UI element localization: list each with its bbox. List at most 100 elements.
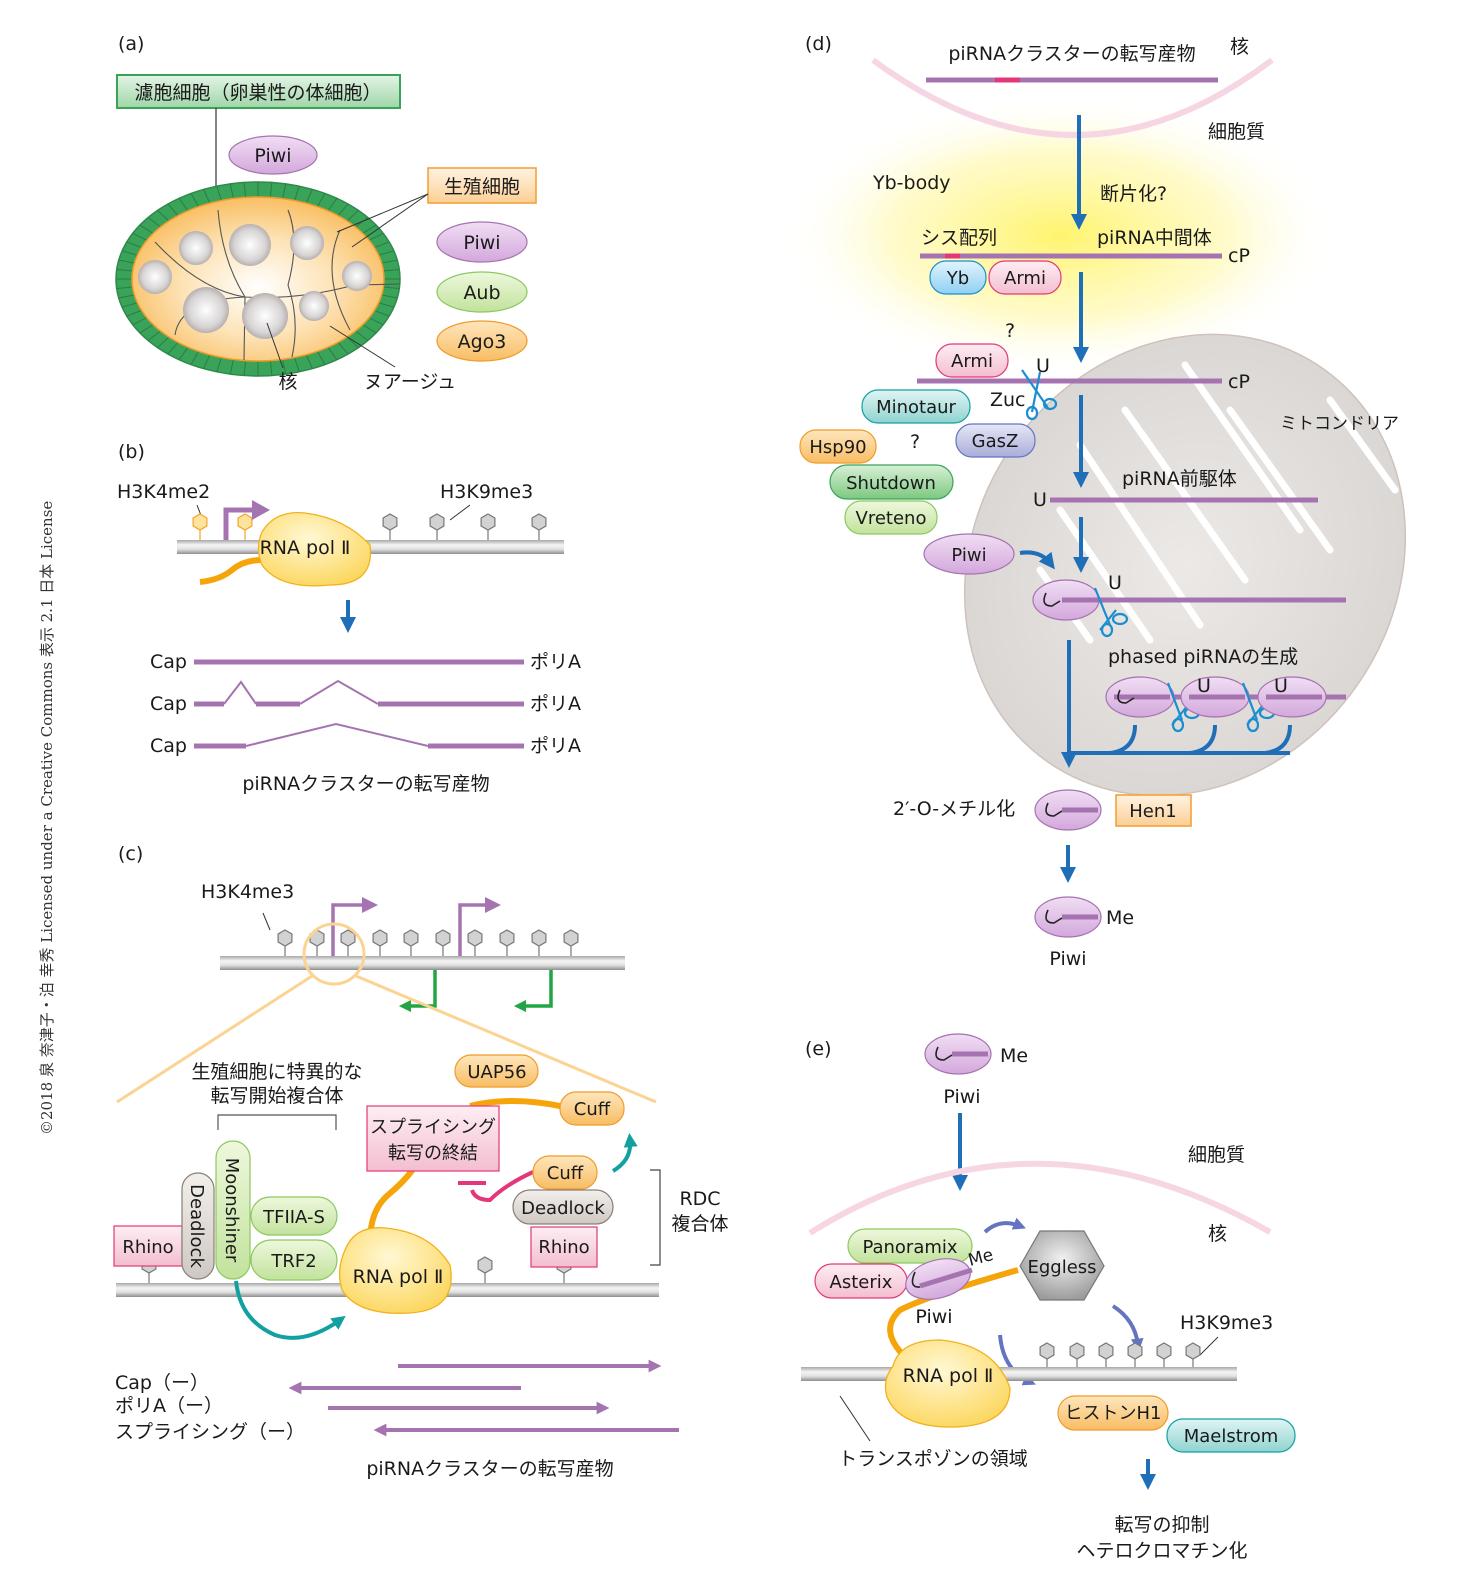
intermediate-label: piRNA中間体 (1097, 227, 1212, 249)
cp-label: cP (1228, 371, 1250, 393)
panel-c-label: (c) (118, 843, 143, 865)
follicle-cell-label-box: 濾胞細胞（卵巣性の体細胞） (116, 74, 401, 109)
phased-piwi: U (1257, 675, 1327, 718)
bidirectional-transcripts (288, 1359, 679, 1437)
yb-body-region (780, 95, 1340, 375)
histone-mark-icon (1185, 1342, 1201, 1367)
tfiia-s: TFIIA-S (250, 1196, 338, 1236)
panel-b: (b) H3K4me2 H3K9me3 RNA pol Ⅱ Cap ポリA Ca… (117, 441, 581, 795)
armi-label: Armi (1004, 268, 1046, 289)
piwi-methylating (1034, 789, 1102, 831)
zoom-circle (302, 922, 366, 986)
histone-mark-icon (372, 929, 388, 956)
uap56: UAP56 (454, 1054, 539, 1088)
hsp90-label: Hsp90 (809, 437, 866, 458)
piwi-label: Piwi (463, 232, 500, 254)
deadlock-left: Deadlock (181, 1172, 215, 1280)
histone-mark-icon (403, 929, 419, 956)
transcript-spliced-one: Cap ポリA (150, 722, 581, 757)
eggless-enzyme: Eggless (1019, 1230, 1105, 1301)
h3k4me2-label: H3K4me2 (117, 481, 210, 503)
histone-mark-icon (477, 1256, 493, 1283)
histone-mark-icon (499, 929, 515, 956)
me-label: Me (1106, 907, 1134, 929)
mitochondria-label: ミトコンドリア (1280, 414, 1399, 434)
moonshiner: Moonshiner (215, 1140, 251, 1280)
piwi-label: Piwi (943, 1086, 980, 1108)
histone-mark-icon (1156, 1342, 1172, 1367)
gasz-protein: GasZ (955, 423, 1036, 458)
histone-mark-icon (382, 513, 398, 540)
histone-mark-icon (531, 929, 547, 956)
histone-mark-icon (467, 929, 483, 956)
termination-label: 転写の終結 (388, 1143, 478, 1164)
rhino-right: Rhino (530, 1226, 598, 1268)
cap-label: Cap (150, 693, 187, 715)
panel-d-label: (d) (805, 33, 832, 55)
histone-mark-icon (429, 513, 445, 540)
aub-protein: Aub (436, 271, 528, 313)
rhino-left: Rhino (113, 1225, 183, 1267)
vreteno-label: Vreteno (856, 508, 927, 529)
polya-label: ポリA (530, 735, 581, 757)
question-mark-1: ? (1005, 320, 1015, 342)
cp-label: cP (1228, 245, 1250, 267)
histone-mark-icon (340, 929, 356, 956)
nucleus-label: 核 (1208, 1223, 1227, 1245)
nuclear-envelope (808, 1160, 1272, 1236)
u-label: U (1108, 572, 1122, 594)
hen1-protein: Hen1 (1115, 794, 1192, 827)
rna-pol-ii-blob (338, 1227, 452, 1314)
copyright-notice: ©2018 泉 奈津子・泊 幸秀 Licensed under a Creati… (38, 501, 56, 1135)
precursor-label: piRNA前駆体 (1122, 468, 1237, 490)
inhibition-arrow (470, 1170, 534, 1203)
panel-a-label: (a) (118, 33, 144, 55)
aub-label: Aub (463, 282, 500, 304)
scissors-icon (1093, 587, 1129, 638)
rdc-label-line2: 複合体 (671, 1213, 728, 1235)
histone-h1-label: ヒストンH1 (1065, 1403, 1162, 1424)
eggless-label: Eggless (1027, 1257, 1096, 1278)
rna-pol-ii-blob (884, 1339, 1011, 1428)
cuff-label: Cuff (574, 1099, 611, 1120)
panel-d: (d) piRNAクラスターの転写産物 核 細胞質 Yb-body 断片化? シ… (780, 33, 1407, 970)
nucleus-label: 核 (278, 371, 297, 393)
histone-marks (192, 513, 547, 540)
armi-label: Armi (951, 351, 993, 372)
maelstrom-protein: Maelstrom (1166, 1418, 1296, 1453)
histone-mark-icon (1039, 1342, 1055, 1367)
tfiia-s-label: TFIIA-S (262, 1207, 325, 1228)
histone-mark-icon (277, 929, 293, 956)
maelstrom-label: Maelstrom (1184, 1426, 1279, 1447)
shutdown-protein: Shutdown (829, 464, 954, 500)
minotaur-label: Minotaur (876, 397, 956, 418)
u-label: U (1274, 675, 1288, 697)
h3k9me3-label: H3K9me3 (1180, 1312, 1273, 1334)
histone-mark-icon (237, 513, 253, 540)
inhibited-processes-box: スプライシング 転写の終結 (366, 1105, 500, 1172)
yb-label: Yb (946, 268, 969, 289)
splicing-minus-label: スプライシング（ー） (115, 1421, 305, 1443)
h3k4me3-label: H3K4me3 (201, 881, 294, 903)
yb-body-label: Yb-body (872, 172, 951, 194)
egg-chamber (115, 181, 401, 377)
germ-cell-label: 生殖細胞 (444, 176, 520, 198)
trf2-label: TRF2 (270, 1251, 316, 1272)
transposon-region-label: トランスポゾンの領域 (838, 1448, 1028, 1470)
fragmentation-label: 断片化? (1100, 183, 1167, 205)
outcome-line2: ヘテロクロマチン化 (1076, 1540, 1247, 1562)
histone-mark-icon (1127, 1342, 1143, 1367)
histone-mark-icon (531, 513, 547, 540)
piwi-me-top (924, 1033, 992, 1075)
panel-b-label: (b) (118, 441, 145, 463)
polya-minus-label: ポリA（ー） (115, 1395, 223, 1417)
rna-pol-ii-label: RNA pol Ⅱ (903, 1365, 994, 1387)
panoramix-label: Panoramix (862, 1237, 957, 1258)
nuclei (138, 224, 372, 339)
cuff-label: Cuff (547, 1163, 584, 1184)
piwi-label: Piwi (951, 545, 986, 566)
outcome-line1: 転写の抑制 (1114, 1514, 1209, 1536)
splicing-label: スプライシング (370, 1117, 496, 1138)
